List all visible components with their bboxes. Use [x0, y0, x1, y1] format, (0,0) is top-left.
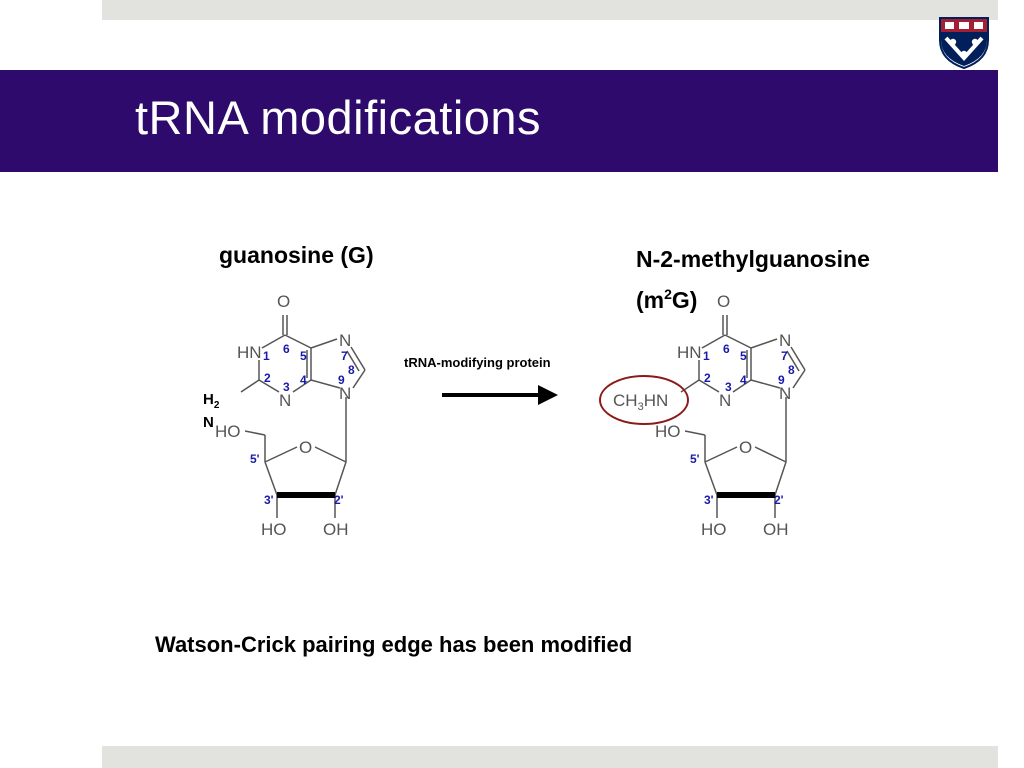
ring-number: 8 — [348, 363, 355, 377]
abbr-superscript: 2 — [664, 286, 672, 302]
sugar-number: 5' — [250, 452, 260, 466]
ring-number: 6 — [283, 342, 290, 356]
ring-number: 4 — [300, 373, 307, 387]
guanosine-structure: O HN N N N HO O HO OH 1 6 5 7 8 2 3 4 9 … — [215, 292, 366, 539]
ring-number: 6 — [723, 342, 730, 356]
reaction-arrow-icon — [442, 385, 558, 405]
top-decor-bar — [102, 0, 998, 20]
atom-ch: CH — [613, 391, 638, 410]
ring-number: 9 — [778, 373, 785, 387]
atom-sub3: 3 — [638, 401, 644, 413]
atom-oh2: OH — [763, 520, 789, 539]
sugar-number: 3' — [264, 493, 274, 507]
amino-sub: 2 — [213, 400, 220, 411]
methylguanosine-heading: N-2-methylguanosine (m2G) — [636, 242, 870, 318]
title-banner — [0, 70, 998, 172]
atom-n3: N — [279, 391, 291, 410]
atom-ho5: HO — [655, 422, 681, 441]
atom-n7: N — [779, 331, 791, 350]
amino-group-label: H2 N — [203, 391, 219, 431]
highlight-circle — [599, 375, 689, 425]
atom-ho3: HO — [261, 520, 287, 539]
penn-shield-logo — [939, 17, 989, 70]
atom-hn-part: HN — [644, 391, 669, 410]
atom-hn: HN — [237, 343, 262, 362]
sugar-number: 3' — [704, 493, 714, 507]
atom-n9: N — [779, 384, 791, 403]
sugar-number: 2' — [334, 493, 344, 507]
ring-number: 4 — [740, 373, 747, 387]
methylguanosine-structure: O HN N N N CH3HN HO O HO OH 1 6 5 7 8 2 … — [599, 292, 806, 539]
ring-number: 9 — [338, 373, 345, 387]
atom-methylamino: CH3HN — [613, 391, 668, 413]
atom-o-top: O — [717, 292, 730, 311]
bottom-decor-bar — [102, 746, 998, 768]
ring-number: 2 — [264, 371, 271, 385]
atom-n3: N — [719, 391, 731, 410]
ring-number: 3 — [283, 380, 290, 394]
arrow-label: tRNA-modifying protein — [404, 355, 551, 370]
ring-number: 3 — [725, 380, 732, 394]
ring-number: 2 — [704, 371, 711, 385]
guanosine-heading: guanosine (G) — [219, 242, 374, 268]
ring-number: 1 — [703, 349, 710, 363]
atom-hn: HN — [677, 343, 702, 362]
atom-ho5: HO — [215, 422, 241, 441]
amino-n: N — [203, 414, 214, 431]
atom-o-ring: O — [739, 438, 752, 457]
ring-number: 5 — [300, 349, 307, 363]
atom-oh2: OH — [323, 520, 349, 539]
ring-number: 7 — [341, 349, 348, 363]
atom-o-ring: O — [299, 438, 312, 457]
atom-n7: N — [339, 331, 351, 350]
caption-text: Watson-Crick pairing edge has been modif… — [155, 632, 633, 657]
ring-number: 7 — [781, 349, 788, 363]
atom-o-top: O — [277, 292, 290, 311]
ring-number: 1 — [263, 349, 270, 363]
atom-n9: N — [339, 384, 351, 403]
sugar-number: 2' — [774, 493, 784, 507]
abbr-close: G) — [671, 287, 698, 313]
amino-h: H — [203, 391, 214, 408]
sugar-number: 5' — [690, 452, 700, 466]
slide-title: tRNA modifications — [135, 91, 542, 144]
atom-ho3: HO — [701, 520, 727, 539]
ring-number: 8 — [788, 363, 795, 377]
ring-number: 5 — [740, 349, 747, 363]
methylguanosine-name: N-2-methylguanosine — [636, 246, 870, 272]
abbr-open: (m — [636, 287, 665, 313]
